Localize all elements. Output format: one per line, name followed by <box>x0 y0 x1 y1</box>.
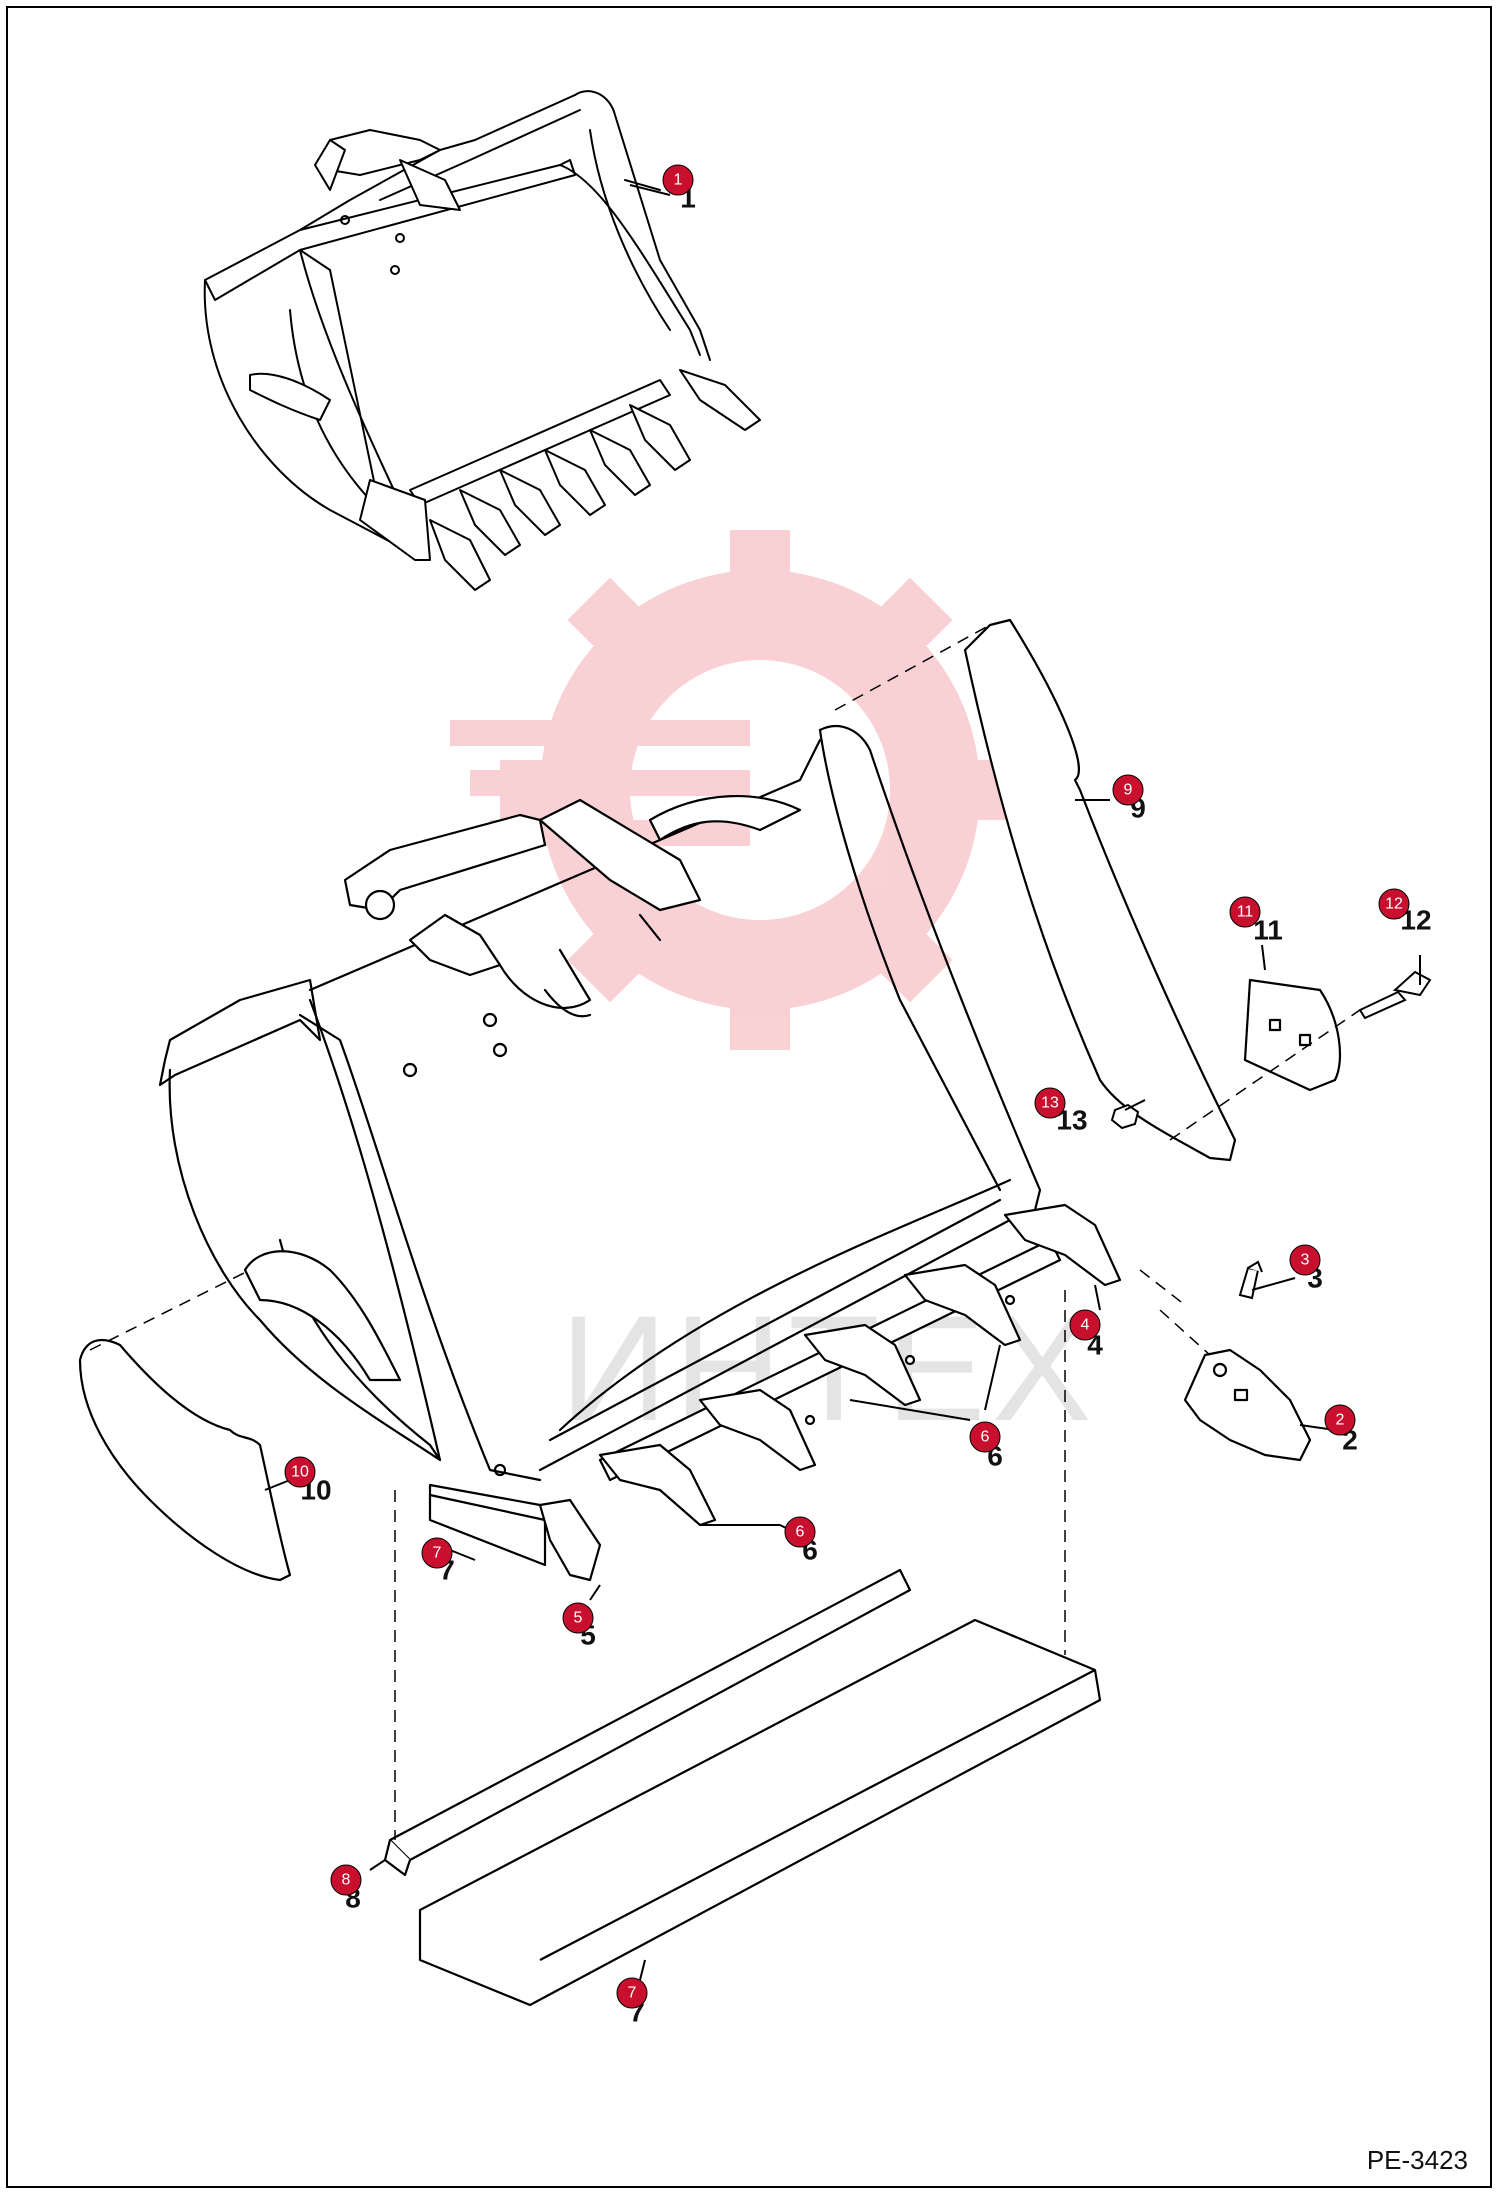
cutting-edge-blade <box>418 1618 1102 2007</box>
callout-9: 9 9 <box>1112 774 1146 824</box>
nut <box>1110 1103 1140 1130</box>
callout-1: 1 1 <box>662 164 696 214</box>
callout-badge-4: 4 <box>1081 1317 1090 1334</box>
alignment-lines <box>89 624 1361 1840</box>
callout-13: 13 13 <box>1034 1087 1088 1136</box>
callout-badge-7a: 7 <box>433 1545 442 1562</box>
callout-6a: 6 6 <box>784 1516 818 1566</box>
cutting-edge-segment <box>383 1568 912 1877</box>
callout-12: 12 12 <box>1378 888 1432 936</box>
callout-7a: 7 7 <box>421 1537 455 1586</box>
callout-badge-7b: 7 <box>628 1985 637 2002</box>
callout-badge-1: 1 <box>674 172 683 189</box>
callout-7b: 7 7 <box>616 1977 648 2028</box>
callout-badge-13: 13 <box>1041 1095 1059 1112</box>
callout-badge-9: 9 <box>1124 782 1133 799</box>
callout-10: 10 10 <box>284 1456 332 1506</box>
callout-8: 8 8 <box>330 1864 362 1914</box>
wear-pad <box>1243 978 1342 1092</box>
small-bucket-teeth <box>429 369 761 591</box>
callout-badge-2: 2 <box>1336 1412 1345 1429</box>
callout-badge-6b: 6 <box>981 1429 990 1446</box>
callout-badge-3: 3 <box>1301 1252 1310 1269</box>
callout-4: 4 4 <box>1069 1309 1103 1361</box>
callout-6b: 6 6 <box>969 1421 1003 1472</box>
small-bucket-assembly <box>203 90 761 591</box>
watermark-logo <box>450 530 1020 1050</box>
leader-lines <box>264 184 1421 1981</box>
main-bucket-teeth <box>538 1203 1122 1582</box>
retaining-pin <box>1238 1260 1263 1300</box>
callout-badge-8: 8 <box>342 1872 351 1889</box>
bolt <box>1358 970 1432 1020</box>
side-cutter-right <box>963 618 1237 1162</box>
callout-badge-5: 5 <box>574 1610 583 1627</box>
tooth-adapter-exploded <box>1183 1348 1312 1462</box>
side-cutter-left <box>78 1338 292 1582</box>
callout-3: 3 3 <box>1289 1244 1323 1294</box>
callout-2: 2 2 <box>1324 1404 1358 1456</box>
callout-5: 5 5 <box>562 1602 596 1651</box>
callout-11: 11 11 <box>1229 896 1283 946</box>
callout-badge-6a: 6 <box>796 1524 805 1541</box>
callout-badge-11: 11 <box>1237 904 1254 921</box>
drawing-code: PE-3423 <box>1366 2145 1468 2175</box>
callout-badge-12: 12 <box>1385 896 1403 913</box>
callout-badge-10: 10 <box>291 1464 309 1481</box>
